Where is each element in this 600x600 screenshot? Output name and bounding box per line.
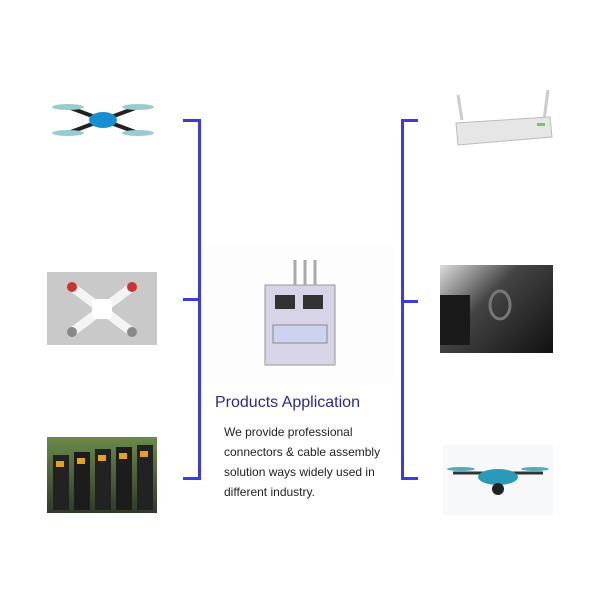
products-application-heading: Products Application (215, 394, 360, 411)
industrial-inverters-image (47, 437, 157, 513)
white-drone-image (47, 272, 157, 345)
description-line: solution ways widely used in (224, 465, 375, 479)
quadcopter-drone-image (48, 85, 158, 155)
description-line: different industry. (224, 485, 315, 499)
camera-drone-image (443, 445, 553, 515)
usb-connector-image (205, 245, 395, 383)
description: We provide professional connectors & cab… (224, 422, 394, 502)
car-interior-image (440, 265, 553, 353)
tv-box-router-image (452, 85, 554, 151)
description-line: connectors & cable assembly (224, 445, 381, 459)
description-line: We provide professional (224, 425, 353, 439)
